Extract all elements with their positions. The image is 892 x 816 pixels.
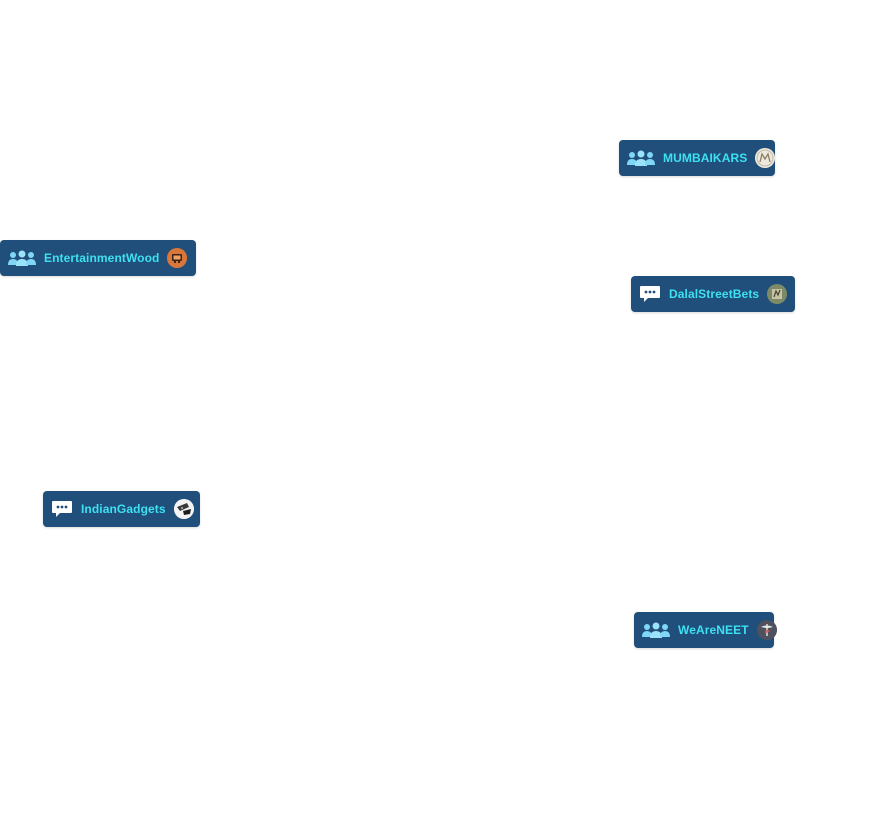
group-icon [627, 148, 655, 168]
community-chip-dalalstreetbets[interactable]: DalalStreetBets [631, 276, 795, 312]
indiangadgets-avatar-icon [173, 499, 194, 519]
group-icon [8, 248, 36, 268]
chat-bubble-icon [639, 284, 661, 304]
mumbaikars-avatar-icon [755, 148, 776, 168]
community-chip-entertainmentwood[interactable]: EntertainmentWood [0, 240, 196, 276]
community-label: WeAreNEET [678, 623, 749, 637]
community-label: MUMBAIKARS [663, 151, 748, 165]
entertainmentwood-avatar-icon [167, 248, 188, 268]
weareneet-avatar-icon [756, 620, 777, 640]
community-chip-indiangadgets[interactable]: IndianGadgets [43, 491, 200, 527]
community-chip-weareneet[interactable]: WeAreNEET [634, 612, 777, 648]
community-label: EntertainmentWood [44, 251, 160, 265]
community-label: IndianGadgets [81, 502, 166, 516]
dalalstreetbets-avatar-icon [767, 284, 788, 304]
community-chip-mumbaikars[interactable]: MUMBAIKARS [619, 140, 776, 176]
chat-bubble-icon [51, 499, 73, 519]
group-icon [642, 620, 670, 640]
community-label: DalalStreetBets [669, 287, 760, 301]
